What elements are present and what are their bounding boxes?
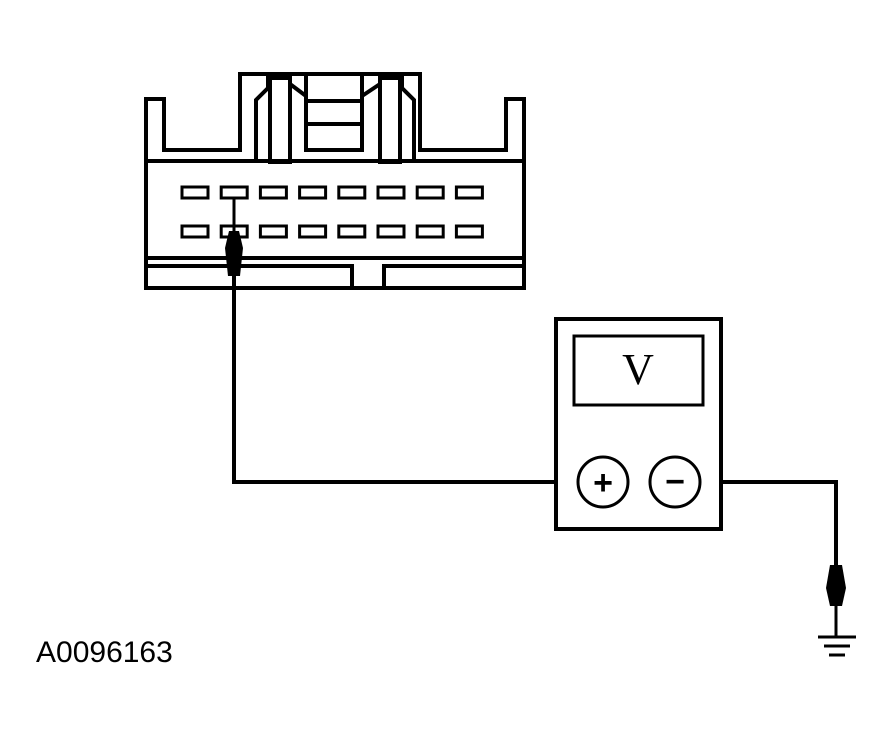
probe-tip-connector (225, 199, 243, 276)
positive-lead (232, 276, 578, 484)
pin-cavity (376, 224, 406, 239)
negative-terminal-symbol: − (665, 463, 685, 501)
meter-display (572, 334, 705, 407)
pin-cavity (415, 185, 445, 200)
positive-terminal (576, 455, 630, 509)
negative-terminal (648, 455, 702, 509)
latch-tab-right (378, 76, 402, 164)
pin-cavity (258, 224, 288, 239)
pin-cavity (454, 224, 484, 239)
voltmeter: V + − (554, 317, 723, 531)
pin-cavity (337, 224, 367, 239)
connector-keyway (146, 256, 524, 288)
pin-cavity (219, 185, 249, 200)
probe-body (225, 231, 243, 276)
latch-tab-left (268, 76, 292, 164)
ground-clip (826, 565, 846, 606)
ground-probe (826, 565, 846, 637)
ground-icon (818, 635, 856, 657)
connector (144, 72, 526, 290)
pin-cavity (376, 185, 406, 200)
pin-cavity (258, 185, 288, 200)
figure-reference-id: A0096163 (36, 636, 173, 669)
wires (232, 276, 838, 565)
pin-cavities (180, 185, 484, 239)
latch-housing (254, 74, 416, 161)
meter-display-symbol: V (622, 345, 654, 394)
latch-arm-left (288, 82, 308, 98)
pin-cavity (337, 185, 367, 200)
connector-body (144, 72, 526, 290)
pin-cavity (180, 185, 210, 200)
latch-lock (304, 74, 364, 152)
pin-cavity (415, 224, 445, 239)
pin-cavity (454, 185, 484, 200)
pin-cavity (180, 224, 210, 239)
positive-terminal-symbol: + (593, 464, 613, 502)
pin-cavity (298, 185, 328, 200)
negative-lead (700, 480, 838, 565)
pin-cavity (298, 224, 328, 239)
latch-arm-right (360, 82, 382, 98)
